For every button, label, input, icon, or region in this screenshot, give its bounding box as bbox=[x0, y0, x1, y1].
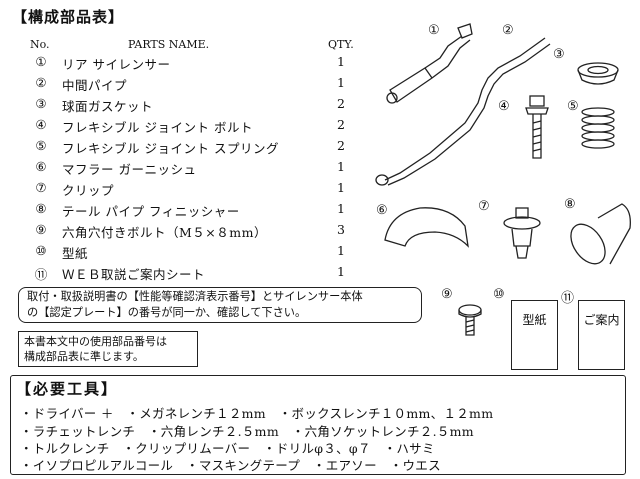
part-name: 型紙 bbox=[62, 246, 89, 261]
label-9: ⑨ bbox=[441, 287, 453, 302]
table-row: ⑨ 六角穴付きボルト（M５×８mm） 3 bbox=[30, 222, 360, 243]
part-qty: 1 bbox=[337, 159, 345, 174]
table-row: ⑦ クリップ 1 bbox=[30, 180, 360, 201]
web-guide-card: ご案内 bbox=[578, 300, 625, 370]
label-5: ⑤ bbox=[567, 99, 579, 114]
clip-icon bbox=[503, 207, 541, 259]
part-number: ⑪ bbox=[34, 267, 48, 282]
middle-pipe-icon bbox=[384, 37, 551, 186]
part-name: ＷＥＢ取説ご案内シート bbox=[62, 267, 206, 282]
label-8: ⑧ bbox=[564, 197, 576, 212]
rear-silencer-icon bbox=[389, 35, 471, 103]
notice-box: 取付・取扱説明書の【性能等確認済表示番号】とサイレンサー本体 の【認定プレート】… bbox=[18, 287, 422, 323]
required-tools-box bbox=[10, 375, 626, 475]
template-card: 型紙 bbox=[511, 300, 558, 370]
table-row: ⑤ フレキシブル ジョイント スプリング 2 bbox=[30, 138, 360, 159]
tool-line-1: ・ドライバー ＋ ・メガネレンチ１２mm ・ボックスレンチ１０mm、１２mm bbox=[20, 406, 494, 421]
part-qty: 1 bbox=[337, 54, 345, 69]
tool-line-4: ・イソプロピルアルコール ・マスキングテープ ・エアソー ・ウエス bbox=[20, 458, 441, 473]
part-name: マフラー ガーニッシュ bbox=[62, 162, 197, 177]
tool-line-3: ・トルクレンチ ・クリップリムーバー ・ドリルφ３、φ７ ・ハサミ bbox=[20, 441, 435, 456]
parts-number-note: 本書本文中の使用部品番号は 構成部品表に準じます。 bbox=[18, 331, 198, 367]
note-line-2: 構成部品表に準じます。 bbox=[24, 350, 144, 363]
spherical-gasket-icon bbox=[577, 62, 619, 85]
tail-pipe-finisher-icon bbox=[570, 203, 631, 265]
part-number: ④ bbox=[35, 117, 47, 132]
table-row: ④ フレキシブル ジョイント ボルト 2 bbox=[30, 117, 360, 138]
part-number: ⑥ bbox=[35, 159, 47, 174]
hex-socket-bolt-icon bbox=[458, 304, 482, 336]
part-qty: 1 bbox=[337, 243, 345, 258]
part-number: ⑤ bbox=[35, 138, 47, 153]
part-qty: 3 bbox=[337, 222, 345, 237]
label-2: ② bbox=[502, 23, 514, 38]
note-line-1: 本書本文中の使用部品番号は bbox=[24, 335, 167, 348]
part-number: ② bbox=[35, 75, 47, 90]
part-number: ⑨ bbox=[35, 222, 47, 237]
notice-line-1: 取付・取扱説明書の【性能等確認済表示番号】とサイレンサー本体 bbox=[27, 290, 363, 303]
header-parts-name: PARTS NAME. bbox=[128, 38, 210, 51]
table-row: ⑪ ＷＥＢ取説ご案内シート 1 bbox=[30, 264, 360, 285]
table-row: ⑧ テール パイプ フィニッシャー 1 bbox=[30, 201, 360, 222]
required-tools-title: 【必要工具】 bbox=[16, 380, 119, 398]
notice-line-2: の【認定プレート】の番号が同一か、確認して下さい。 bbox=[27, 306, 307, 319]
part-qty: 2 bbox=[337, 117, 345, 132]
page-title: 【構成部品表】 bbox=[12, 8, 125, 26]
part-name: リア サイレンサー bbox=[62, 57, 171, 72]
part-qty: 2 bbox=[337, 138, 345, 153]
table-row: ① リア サイレンサー 1 bbox=[30, 54, 360, 75]
part-qty: 1 bbox=[337, 264, 345, 279]
flexible-joint-spring-icon bbox=[581, 107, 615, 149]
table-row: ② 中間パイプ 1 bbox=[30, 75, 360, 96]
part-qty: 1 bbox=[337, 75, 345, 90]
label-11: ⑪ bbox=[561, 291, 575, 306]
label-1: ① bbox=[428, 23, 440, 38]
part-number: ⑦ bbox=[35, 180, 47, 195]
header-qty: QTY. bbox=[328, 38, 354, 51]
part-number: ① bbox=[35, 54, 47, 69]
part-name: テール パイプ フィニッシャー bbox=[62, 204, 240, 219]
muffler-garnish-icon bbox=[384, 207, 469, 248]
table-row: ⑩ 型紙 1 bbox=[30, 243, 360, 264]
label-10: ⑩ bbox=[493, 287, 505, 302]
part-qty: 1 bbox=[337, 201, 345, 216]
part-qty: 2 bbox=[337, 96, 345, 111]
label-6: ⑥ bbox=[376, 203, 388, 218]
part-number: ③ bbox=[35, 96, 47, 111]
part-number: ⑩ bbox=[35, 243, 47, 258]
header-no: No. bbox=[30, 38, 50, 51]
tool-line-2: ・ラチェットレンチ ・六角レンチ２.５mm ・六角ソケットレンチ２.５mm bbox=[20, 424, 474, 439]
part-name: クリップ bbox=[62, 183, 115, 198]
part-name: フレキシブル ジョイント スプリング bbox=[62, 141, 279, 156]
label-3: ③ bbox=[553, 47, 565, 62]
label-7: ⑦ bbox=[478, 199, 490, 214]
flexible-joint-bolt-icon bbox=[525, 95, 549, 159]
part-name: 球面ガスケット bbox=[62, 99, 154, 114]
parts-diagram: ① ② ③ ④ ⑤ ⑥ ⑦ ⑧ bbox=[375, 23, 631, 265]
part-name: 六角穴付きボルト（M５×８mm） bbox=[62, 225, 267, 240]
table-row: ⑥ マフラー ガーニッシュ 1 bbox=[30, 159, 360, 180]
part-qty: 1 bbox=[337, 180, 345, 195]
table-row: ③ 球面ガスケット 2 bbox=[30, 96, 360, 117]
part-name: 中間パイプ bbox=[62, 78, 128, 93]
part-number: ⑧ bbox=[35, 201, 47, 216]
part-name: フレキシブル ジョイント ボルト bbox=[62, 120, 253, 135]
label-4: ④ bbox=[498, 99, 510, 114]
